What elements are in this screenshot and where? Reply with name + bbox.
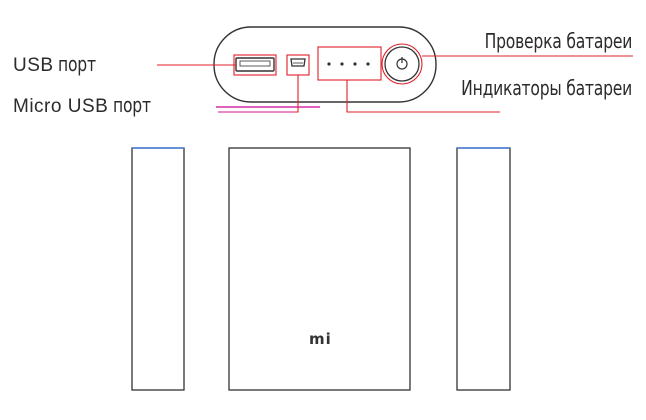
indicator-led: [366, 62, 370, 66]
mi-logo: mi: [309, 330, 332, 348]
micro-usb-port-label: Micro USB порт: [13, 95, 161, 116]
micro-usb-port-label-latin: Micro USB: [13, 96, 109, 117]
powerbank-front-view: [228, 147, 411, 391]
usb-port-label-cyr: порт: [58, 52, 96, 76]
battery-check-button: [384, 46, 420, 82]
indicator-led: [353, 62, 357, 66]
indicator-led: [327, 62, 331, 66]
micro-usb-port-icon: [290, 58, 306, 67]
leds-callout-box: [317, 46, 382, 81]
usb-port-inner: [239, 60, 271, 67]
usb-port-label: USB порт: [13, 54, 107, 75]
battery-indicators-label: Индикаторы батареи: [461, 76, 632, 100]
powerbank-right-side-view: [456, 147, 511, 391]
powerbank-top-view: [157, 26, 633, 113]
battery-check-label: Проверка батареи: [484, 29, 632, 53]
powerbank-left-side-view: [131, 147, 185, 391]
micro-usb-port-label-cyr: порт: [112, 93, 151, 117]
usb-port-label-latin: USB: [13, 55, 54, 76]
leds-callout-line: [346, 80, 500, 113]
indicator-led: [340, 62, 344, 66]
button-callout-circle: [381, 43, 423, 85]
battery-indicator-leds: [327, 62, 370, 66]
